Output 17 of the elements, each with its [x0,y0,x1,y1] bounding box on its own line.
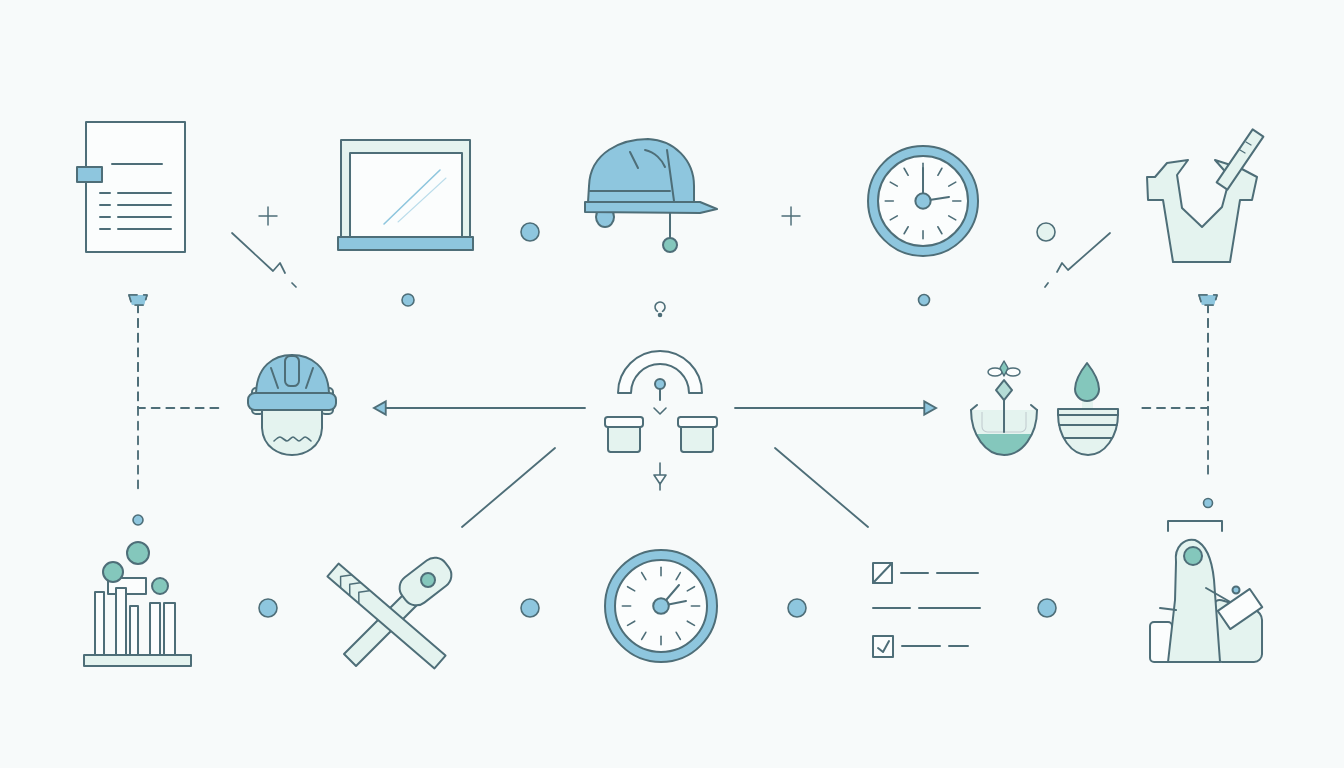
bar-chart-icon [83,541,192,667]
connector-line [461,447,556,528]
document-icon [76,121,186,253]
clock-icon [867,145,979,257]
dashed-line [1141,294,1218,409]
list-icon [872,562,981,658]
shirt-icon [1146,128,1265,263]
clock-icon [604,549,718,663]
crossed-tools-icon [326,556,453,670]
plant-pots-icon [970,360,1119,456]
monitor-icon [337,139,474,251]
hard-hat-icon [584,138,718,253]
worker-icon [247,354,337,456]
connector-line [774,447,869,528]
person-icon [1149,520,1264,663]
arch-icon [604,350,718,491]
dashed-line [128,294,220,409]
